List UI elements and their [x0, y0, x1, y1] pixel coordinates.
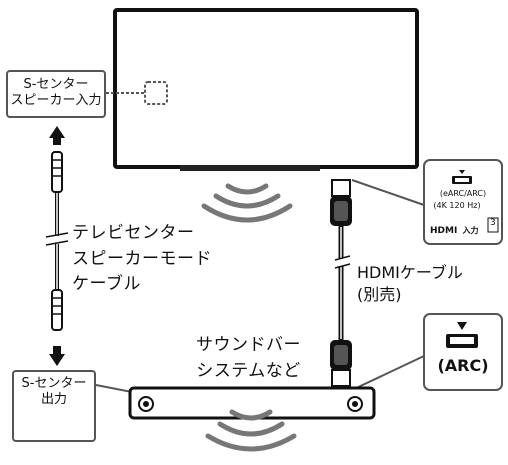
soundbar-arc-label: (ARC) [437, 356, 489, 375]
arrow-up-icon [49, 126, 65, 145]
hdmi-cable-label: HDMIケーブル (別売) [357, 263, 463, 305]
cable-label-line2: スピーカーモード [72, 248, 212, 269]
cable-label-line3: ケーブル [72, 274, 141, 295]
s-center-speaker-input-line2: スピーカー入力 [10, 93, 102, 109]
soundbar-label-line1: サウンドバー [196, 335, 301, 355]
hdmi-cable [330, 179, 352, 387]
tv-hdmi-spec-label: (4K 120 Hz) [433, 201, 481, 210]
s-center-speaker-input-line1: S-センター [23, 77, 89, 92]
hdmi-cable-label-line1: HDMIケーブル [357, 263, 463, 282]
s-center-output-line2: 出力 [40, 392, 67, 408]
soundbar-hdmi-port-callout [423, 313, 503, 391]
tv-speaker-mode-cable-label: テレビセンター スピーカーモード ケーブル [72, 223, 212, 295]
soundbar-label-line2: システムなど [196, 360, 301, 381]
soundbar-output-leader [95, 384, 133, 393]
s-center-output-label: S-センター 出力 [12, 370, 96, 442]
soundbar [128, 386, 376, 420]
tv-hdmi-earc-label: (eARC/ARC) [439, 189, 487, 198]
tv [113, 8, 419, 171]
tv-hdmi-port-callout [423, 159, 503, 245]
hdmi-logo-text: HDMI [430, 226, 458, 236]
tv-hdmi-number: 3 [490, 218, 496, 228]
s-center-output-line1: S-センター [21, 376, 87, 391]
soundbar-sound-waves [205, 409, 297, 452]
hdmi-cable-label-line2: (別売) [357, 285, 402, 305]
tv-port-leader [351, 179, 425, 206]
soundbar-port-leader [351, 355, 425, 391]
soundbar-system-label: サウンドバー システムなど [196, 335, 301, 381]
tv-center-speaker-mode-cable [45, 151, 69, 331]
cable-label-line1: テレビセンター [72, 223, 195, 243]
tv-sound-waves [201, 183, 293, 223]
tv-s-center-port-marker [144, 81, 168, 105]
hdmi-input-text: 入力 [462, 226, 479, 235]
s-center-speaker-input-label: S-センター スピーカー入力 [6, 70, 106, 118]
hdmi-logo: HDMI 入力 [430, 226, 478, 236]
arrow-down-icon [49, 346, 65, 366]
